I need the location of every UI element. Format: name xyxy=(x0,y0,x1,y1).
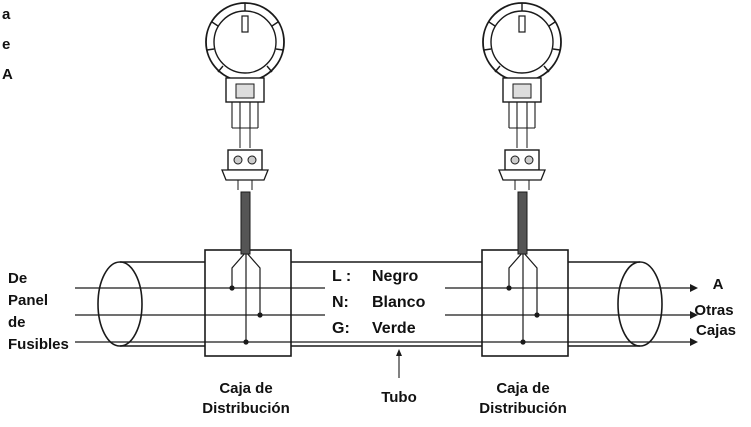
conduit-left-end xyxy=(97,261,143,347)
box-left-label-line-1: Caja de xyxy=(219,380,272,397)
legend-color-g: Verde xyxy=(372,320,416,337)
source-label-line-4: Fusibles xyxy=(8,336,69,353)
box-left-label: Caja de Distribución xyxy=(202,380,290,417)
conduit xyxy=(97,261,663,347)
box-left-junctions xyxy=(229,285,263,345)
arrow-n xyxy=(690,311,698,319)
box-left-taps xyxy=(231,251,261,342)
source-label-line-2: Panel xyxy=(8,292,48,309)
arrow-g xyxy=(690,338,698,346)
source-label: De Panel de Fusibles xyxy=(8,270,69,353)
box-right-junctions xyxy=(506,285,540,345)
tube-pointer: Tubo xyxy=(381,349,417,406)
destination-label: A Otras Cajas xyxy=(694,276,736,339)
source-label-line-3: de xyxy=(8,314,26,331)
box-right-label: Caja de Distribución xyxy=(479,380,567,417)
cropped-title: a e A xyxy=(2,6,13,83)
conduit-right-end xyxy=(617,261,663,347)
destination-label-line-1: A xyxy=(713,276,724,293)
box-right-label-line-2: Distribución xyxy=(479,400,567,417)
box-right-label-line-1: Caja de xyxy=(496,380,549,397)
arrow-l xyxy=(690,284,698,292)
light-fixture-right xyxy=(482,2,562,255)
destination-label-line-2: Otras xyxy=(694,302,733,319)
title-fragment-3: A xyxy=(2,66,13,83)
distribution-box-right xyxy=(481,249,569,357)
legend-color-n: Blanco xyxy=(372,294,426,311)
legend-color-l: Negro xyxy=(372,268,418,285)
light-fixture-left xyxy=(205,2,285,255)
source-label-line-1: De xyxy=(8,270,27,287)
title-fragment-1: a xyxy=(2,6,11,23)
box-right-taps xyxy=(508,251,538,342)
output-arrows xyxy=(690,284,698,346)
legend-code-n: N: xyxy=(332,294,349,311)
destination-label-line-3: Cajas xyxy=(696,322,736,339)
wire-legend: L : Negro N: Blanco G: Verde xyxy=(325,266,445,337)
box-left-label-line-2: Distribución xyxy=(202,400,290,417)
legend-code-g: G: xyxy=(332,320,350,337)
distribution-box-left xyxy=(204,249,292,357)
legend-code-l: L : xyxy=(332,268,351,285)
tube-label: Tubo xyxy=(381,389,417,406)
title-fragment-2: e xyxy=(2,36,10,53)
